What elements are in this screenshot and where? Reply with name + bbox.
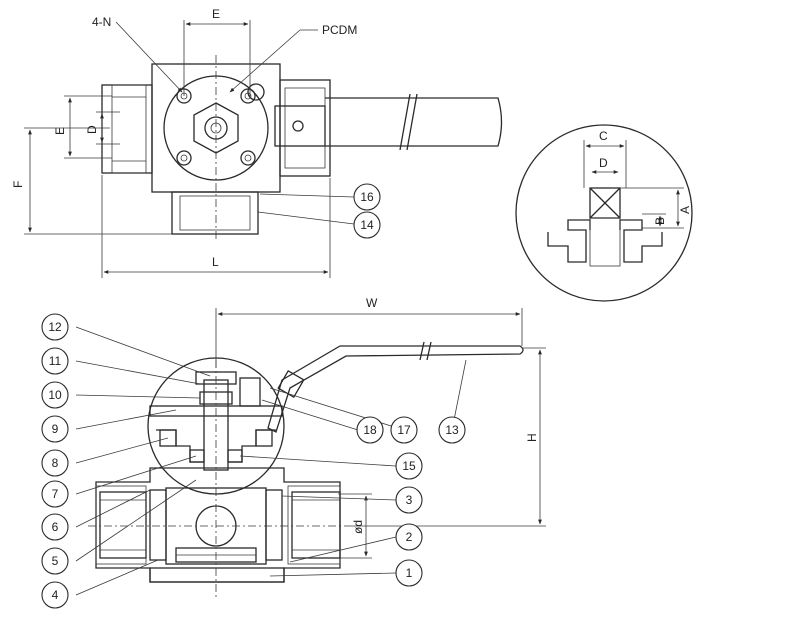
callout-16: 16 — [353, 183, 381, 211]
svg-text:9: 9 — [52, 422, 59, 436]
callout-10: 10 — [41, 381, 69, 409]
callout-1: 1 — [395, 559, 423, 587]
svg-text:13: 13 — [445, 423, 459, 437]
callout-11: 11 — [41, 347, 69, 375]
dim-w: W — [366, 296, 378, 310]
callout-13: 13 — [438, 416, 466, 444]
dim-detail-c: C — [599, 129, 608, 143]
top-view: E 4-N PCDM E D F L — [11, 7, 503, 278]
callout-2: 2 — [395, 523, 423, 551]
svg-text:3: 3 — [406, 493, 413, 507]
svg-text:6: 6 — [52, 520, 59, 534]
callout-6: 6 — [41, 513, 69, 541]
dim-side-e: E — [53, 127, 67, 135]
callout-3: 3 — [395, 486, 423, 514]
callout-14: 14 — [353, 211, 381, 239]
dim-detail-d: D — [599, 156, 608, 170]
svg-text:14: 14 — [360, 218, 374, 232]
dim-side-d: D — [85, 125, 99, 134]
dim-pcdm: PCDM — [322, 23, 357, 37]
callout-15: 15 — [395, 452, 423, 480]
dim-od: ød — [351, 520, 365, 534]
svg-text:12: 12 — [48, 320, 62, 334]
svg-text:1: 1 — [406, 566, 413, 580]
callout-18: 18 — [356, 416, 384, 444]
dim-detail-b: B — [653, 217, 667, 225]
dim-h: H — [525, 433, 539, 442]
svg-text:4: 4 — [52, 588, 59, 602]
dim-f: F — [11, 181, 25, 188]
callout-8: 8 — [41, 449, 69, 477]
svg-text:15: 15 — [402, 459, 416, 473]
callout-4: 4 — [41, 581, 69, 609]
svg-text:8: 8 — [52, 456, 59, 470]
svg-text:17: 17 — [397, 423, 411, 437]
dim-detail-a: A — [678, 206, 692, 214]
callout-12: 12 — [41, 313, 69, 341]
dim-l: L — [212, 255, 219, 269]
svg-text:16: 16 — [360, 190, 374, 204]
callout-5: 5 — [41, 547, 69, 575]
callout-17: 17 — [390, 416, 418, 444]
svg-text:2: 2 — [406, 530, 413, 544]
svg-text:11: 11 — [49, 354, 62, 368]
callout-7: 7 — [41, 480, 69, 508]
svg-text:7: 7 — [52, 487, 59, 501]
callout-9: 9 — [41, 415, 69, 443]
svg-text:18: 18 — [363, 423, 377, 437]
svg-text:5: 5 — [52, 554, 59, 568]
dim-top-e: E — [212, 7, 220, 21]
front-view: W H ød — [75, 296, 546, 600]
svg-text:10: 10 — [48, 388, 62, 402]
dim-4n: 4-N — [92, 15, 111, 29]
detail-view: C D A B — [515, 124, 693, 302]
